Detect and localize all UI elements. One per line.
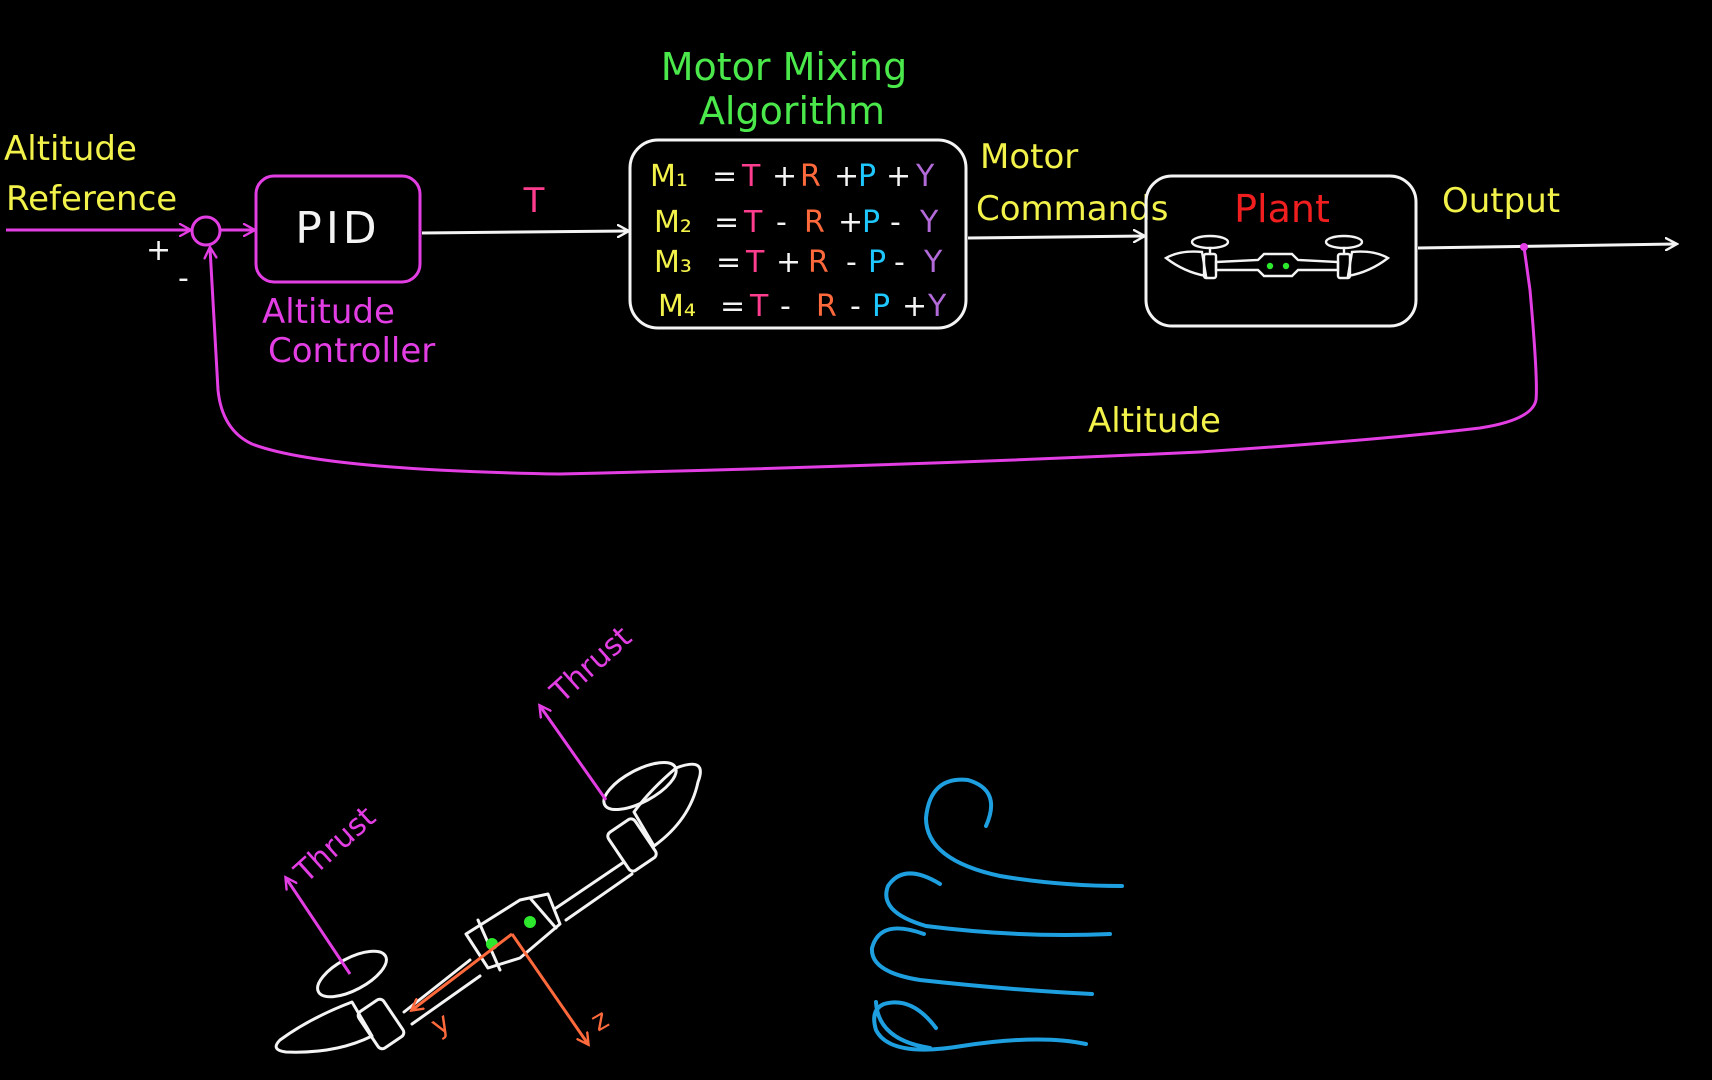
mixing-to-plant-line <box>967 236 1144 238</box>
plant-block <box>1144 174 1418 328</box>
equals-sign: = <box>720 289 745 324</box>
roll-term: R <box>800 159 821 194</box>
mixing-block <box>628 138 968 330</box>
pitch-term: P <box>858 159 876 194</box>
pitch-term: P <box>868 245 886 280</box>
thrust-left-label: Thrust <box>287 799 383 890</box>
altitude-feedback-label: Altitude <box>1088 401 1221 441</box>
altitude-reference-label-line1: Altitude <box>4 129 137 169</box>
altitude-controller-label-line1: Altitude <box>262 292 395 332</box>
pitch-term: P <box>872 289 890 324</box>
motor-3-symbol: M₃ <box>654 245 692 280</box>
pid-block <box>254 174 422 284</box>
body-y-axis <box>412 932 513 1010</box>
mixing-equation-row-3: M₃ = T + R - P - Y <box>654 245 943 280</box>
summing-junction <box>190 215 222 247</box>
equals-sign: = <box>714 205 739 240</box>
minus-sign: - <box>178 261 189 296</box>
operator: - <box>776 205 787 240</box>
operator: + <box>838 205 863 240</box>
plant-drone-led-right <box>1282 262 1290 270</box>
equals-sign: = <box>716 245 741 280</box>
pid-label: PID <box>295 203 380 254</box>
output-label: Output <box>1442 181 1560 221</box>
motor-1-symbol: M₁ <box>650 159 688 194</box>
plant-label: Plant <box>1234 187 1330 231</box>
motor-4-symbol: M₄ <box>658 289 696 324</box>
mixing-equation-row-1: M₁ = T + R + P + Y <box>650 159 935 194</box>
motor-2-symbol: M₂ <box>654 205 692 240</box>
operator: - <box>850 289 861 324</box>
thrust-term: T <box>745 245 765 280</box>
plant-drone-led-left <box>1266 262 1274 270</box>
altitude-controller-label-line2: Controller <box>268 331 435 371</box>
tilted-drone-illustration <box>274 761 702 1054</box>
motor-commands-label-line1: Motor <box>980 137 1078 177</box>
operator: + <box>886 159 911 194</box>
feedback-path <box>210 247 1538 476</box>
yaw-term: Y <box>919 205 939 240</box>
axis-z-label: z <box>585 1002 614 1038</box>
operator: - <box>846 245 857 280</box>
mixing-title-line1: Motor Mixing <box>661 45 907 89</box>
operator: + <box>776 245 801 280</box>
output-line <box>1417 244 1676 248</box>
operator: - <box>780 289 791 324</box>
pitch-term: P <box>862 205 880 240</box>
plus-sign: + <box>146 233 171 268</box>
thrust-term: T <box>743 205 763 240</box>
thrust-right-arrow <box>540 706 608 801</box>
thrust-term: T <box>741 159 761 194</box>
wind-gust-lower-curl <box>874 1000 932 1050</box>
yaw-term: Y <box>927 289 947 324</box>
mixing-equation-row-2: M₂ = T - R + P - Y <box>654 205 939 240</box>
wind-gust-icon <box>869 777 1124 1052</box>
equals-sign: = <box>712 159 737 194</box>
roll-term: R <box>816 289 837 324</box>
mixing-title-line2: Algorithm <box>699 89 885 133</box>
thrust-signal-label: T <box>523 181 545 221</box>
thrust-right-label: Thrust <box>543 619 639 710</box>
mixing-equation-row-4: M₄ = T - R - P + Y <box>658 289 947 324</box>
thrust-left-arrow <box>286 878 352 975</box>
roll-term: R <box>808 245 829 280</box>
operator: + <box>834 159 859 194</box>
roll-term: R <box>804 205 825 240</box>
operator: + <box>772 159 797 194</box>
axis-y-label: y <box>425 1005 456 1042</box>
altitude-reference-label-line2: Reference <box>6 179 177 219</box>
motor-commands-label-line2: Commands <box>976 189 1168 229</box>
body-z-axis <box>510 933 588 1044</box>
yaw-term: Y <box>915 159 935 194</box>
yaw-term: Y <box>923 245 943 280</box>
operator: - <box>894 245 905 280</box>
pid-to-mixing-line <box>421 231 628 233</box>
operator: - <box>890 205 901 240</box>
operator: + <box>902 289 927 324</box>
tilted-drone-led-right <box>524 916 536 928</box>
thrust-term: T <box>749 289 769 324</box>
plant-drone-icon <box>1163 234 1391 280</box>
